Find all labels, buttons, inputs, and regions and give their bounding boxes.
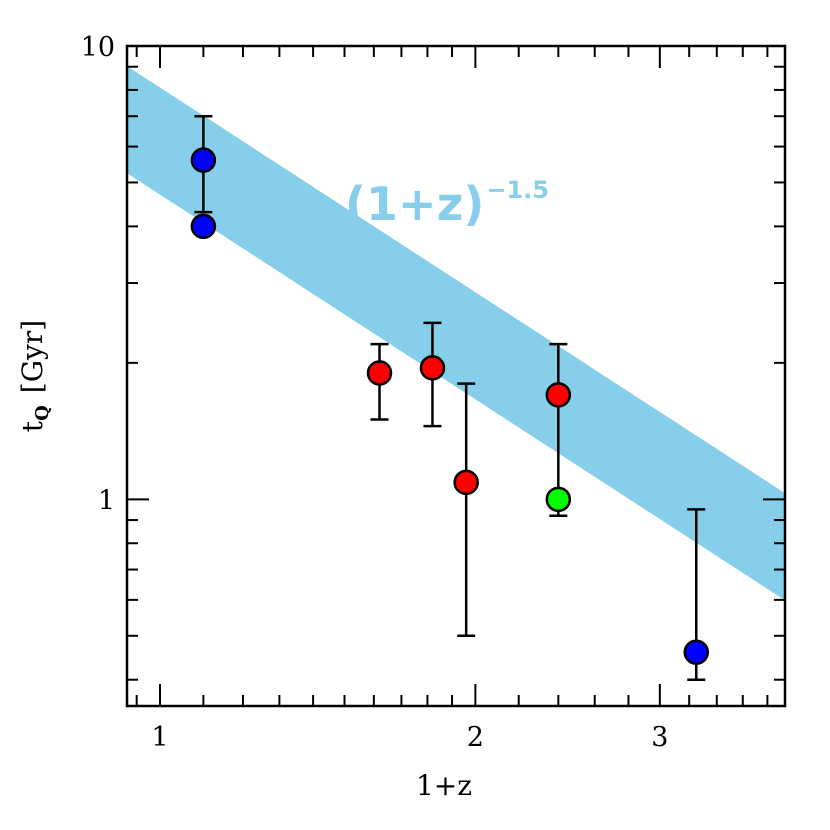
plot-frame (125, 44, 787, 708)
band-label: (1+z)−1.5 (345, 176, 549, 231)
x-tick-label: 1 (151, 722, 168, 753)
axis-ticks (127, 45, 785, 706)
svg-text:tQ[Gyr]: tQ [Gyr] (16, 320, 53, 432)
y-tick-label: 1 (98, 485, 115, 516)
x-tick-label: 2 (467, 722, 484, 753)
data-point (683, 639, 710, 665)
data-point (545, 382, 572, 408)
y-axis-label-unit: [Gyr] (16, 320, 49, 393)
data-point (453, 469, 479, 496)
y-axis-label-sub: Q (32, 405, 53, 421)
data-point (419, 355, 446, 381)
data-point (190, 213, 217, 240)
x-axis-label: 1+z (416, 769, 472, 802)
y-axis-label-main: t (16, 420, 49, 432)
band-area (127, 66, 785, 601)
x-tick-label: 3 (651, 722, 668, 753)
data-point (190, 147, 217, 173)
y-tick-label: 10 (81, 32, 115, 63)
data-point (366, 360, 393, 386)
y-axis-label: tQ [Gyr] (16, 320, 53, 432)
data-point (545, 486, 572, 513)
